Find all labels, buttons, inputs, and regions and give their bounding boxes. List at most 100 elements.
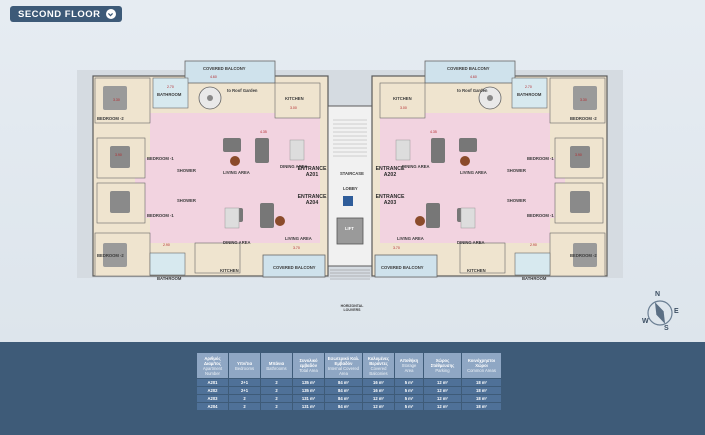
label-dining-area-a202: DINING AREA — [402, 164, 430, 169]
dimension: 4.35 — [260, 130, 267, 134]
label-bathroom-a203: BATHROOM — [522, 276, 547, 281]
table-cell: 5 m² — [394, 402, 424, 411]
label-living-area-a201: LIVING AREA — [223, 170, 250, 175]
label-living-area-a202: LIVING AREA — [460, 170, 487, 175]
floor-plan-drawing — [77, 60, 623, 280]
label-entrance-a203: ENTRANCE A203 — [375, 194, 405, 206]
dimension: 3.00 — [400, 106, 407, 110]
dimension: 3.30 — [580, 98, 587, 102]
label-roof-garden-right: to Roof Garden — [457, 88, 488, 93]
label-bedroom-2-a202: BEDROOM -2 — [570, 116, 597, 121]
compass-icon — [647, 300, 673, 326]
label-lift: LIFT — [345, 226, 354, 231]
table-cell: 2 — [228, 402, 261, 411]
table-cell: 12 m² — [423, 394, 462, 403]
table-cell: 2 — [260, 402, 293, 411]
label-dining-area-a203: DINING AREA — [457, 240, 485, 245]
dimension: 2.70 — [525, 85, 532, 89]
compass-s: S — [664, 325, 669, 332]
table-cell: A204 — [196, 402, 229, 411]
label-bedroom-2-a203: BEDROOM -2 — [570, 253, 597, 258]
table-cell: A202 — [196, 386, 229, 395]
label-entrance-a201: ENTRANCE A201 — [297, 166, 327, 178]
dimension: 3.00 — [290, 106, 297, 110]
dimension: 3.70 — [293, 246, 300, 250]
table-cell: 2+1 — [228, 386, 261, 395]
label-bedroom-1-a203: BEDROOM -1 — [527, 213, 554, 218]
label-living-area-a203: LIVING AREA — [397, 236, 424, 241]
label-shower-a201: SHOWER — [177, 168, 196, 173]
compass-w: W — [642, 318, 649, 325]
table-row: A202 2+1 2 135 m² 84 m² 16 m² 5 m² 12 m²… — [196, 386, 502, 395]
label-kitchen-a203: KITCHEN — [467, 268, 486, 273]
label-entrance-a202: ENTRANCE A202 — [375, 166, 405, 178]
table-cell: A201 — [196, 378, 229, 387]
dimension: 4.35 — [430, 130, 437, 134]
table-row: A201 2+1 2 135 m² 84 m² 16 m² 5 m² 12 m²… — [196, 378, 502, 387]
table-cell: 12 m² — [362, 402, 395, 411]
table-cell: 84 m² — [324, 402, 363, 411]
label-horizontal-louvers: HORIZONTAL LOUVERS — [340, 304, 364, 312]
floor-selector-label: SECOND FLOOR — [18, 8, 101, 20]
table-cell: 12 m² — [423, 402, 462, 411]
label-bedroom-1-a202: BEDROOM -1 — [527, 156, 554, 161]
label-bedroom-2-a201: BEDROOM -2 — [97, 116, 124, 121]
compass: N E S W — [640, 291, 680, 333]
table-cell: 12 m² — [423, 386, 462, 395]
table-cell: 135 m² — [292, 378, 325, 387]
table-cell: 2+1 — [228, 378, 261, 387]
label-bedroom-1-a204: BEDROOM -1 — [147, 213, 174, 218]
label-roof-garden-left: to Roof Garden — [227, 88, 258, 93]
table-cell: 131 m² — [292, 402, 325, 411]
table-cell: 18 m² — [461, 394, 502, 403]
dimension: 3.90 — [575, 153, 582, 157]
dimension: 3.90 — [115, 153, 122, 157]
dimension: 2.90 — [530, 243, 537, 247]
table-cell: 5 m² — [394, 386, 424, 395]
table-cell: 18 m² — [461, 386, 502, 395]
label-kitchen-a204: KITCHEN — [220, 268, 239, 273]
label-bedroom-2-a204: BEDROOM -2 — [97, 253, 124, 258]
table-cell: 2 — [260, 394, 293, 403]
label-bathroom-a201: BATHROOM — [157, 92, 182, 97]
label-shower-a202: SHOWER — [507, 168, 526, 173]
table-cell: 12 m² — [423, 378, 462, 387]
table-cell: 16 m² — [362, 378, 395, 387]
label-lobby: LOBBY — [343, 186, 358, 191]
table-cell: 131 m² — [292, 394, 325, 403]
table-cell: 84 m² — [324, 378, 363, 387]
table-cell: 84 m² — [324, 394, 363, 403]
dimension: 4.60 — [470, 75, 477, 79]
dimension: 4.60 — [210, 75, 217, 79]
dimension: 3.30 — [113, 98, 120, 102]
label-shower-a204: SHOWER — [177, 198, 196, 203]
table-cell: 18 m² — [461, 402, 502, 411]
label-staircase: STAIRCASE — [340, 171, 364, 176]
label-covered-balcony-a202: COVERED BALCONY — [447, 66, 490, 71]
floor-selector[interactable]: SECOND FLOOR — [10, 6, 122, 22]
compass-n: N — [655, 291, 661, 298]
table-cell: 5 m² — [394, 378, 424, 387]
label-kitchen-a202: KITCHEN — [393, 96, 412, 101]
label-bathroom-a204: BATHROOM — [157, 276, 182, 281]
table-cell: A203 — [196, 394, 229, 403]
chevron-down-icon[interactable] — [105, 9, 116, 19]
table-cell: 84 m² — [324, 386, 363, 395]
label-bathroom-a202: BATHROOM — [517, 92, 542, 97]
label-entrance-a204: ENTRANCE A204 — [297, 194, 327, 206]
label-dining-area-a201: DINING AREA — [280, 164, 308, 169]
label-dining-area-a204: DINING AREA — [223, 240, 251, 245]
label-kitchen-a201: KITCHEN — [285, 96, 304, 101]
table-cell: 135 m² — [292, 386, 325, 395]
dimension: 2.70 — [167, 85, 174, 89]
dimension: 3.70 — [393, 246, 400, 250]
table-cell: 2 — [228, 394, 261, 403]
table-cell: 2 — [260, 378, 293, 387]
